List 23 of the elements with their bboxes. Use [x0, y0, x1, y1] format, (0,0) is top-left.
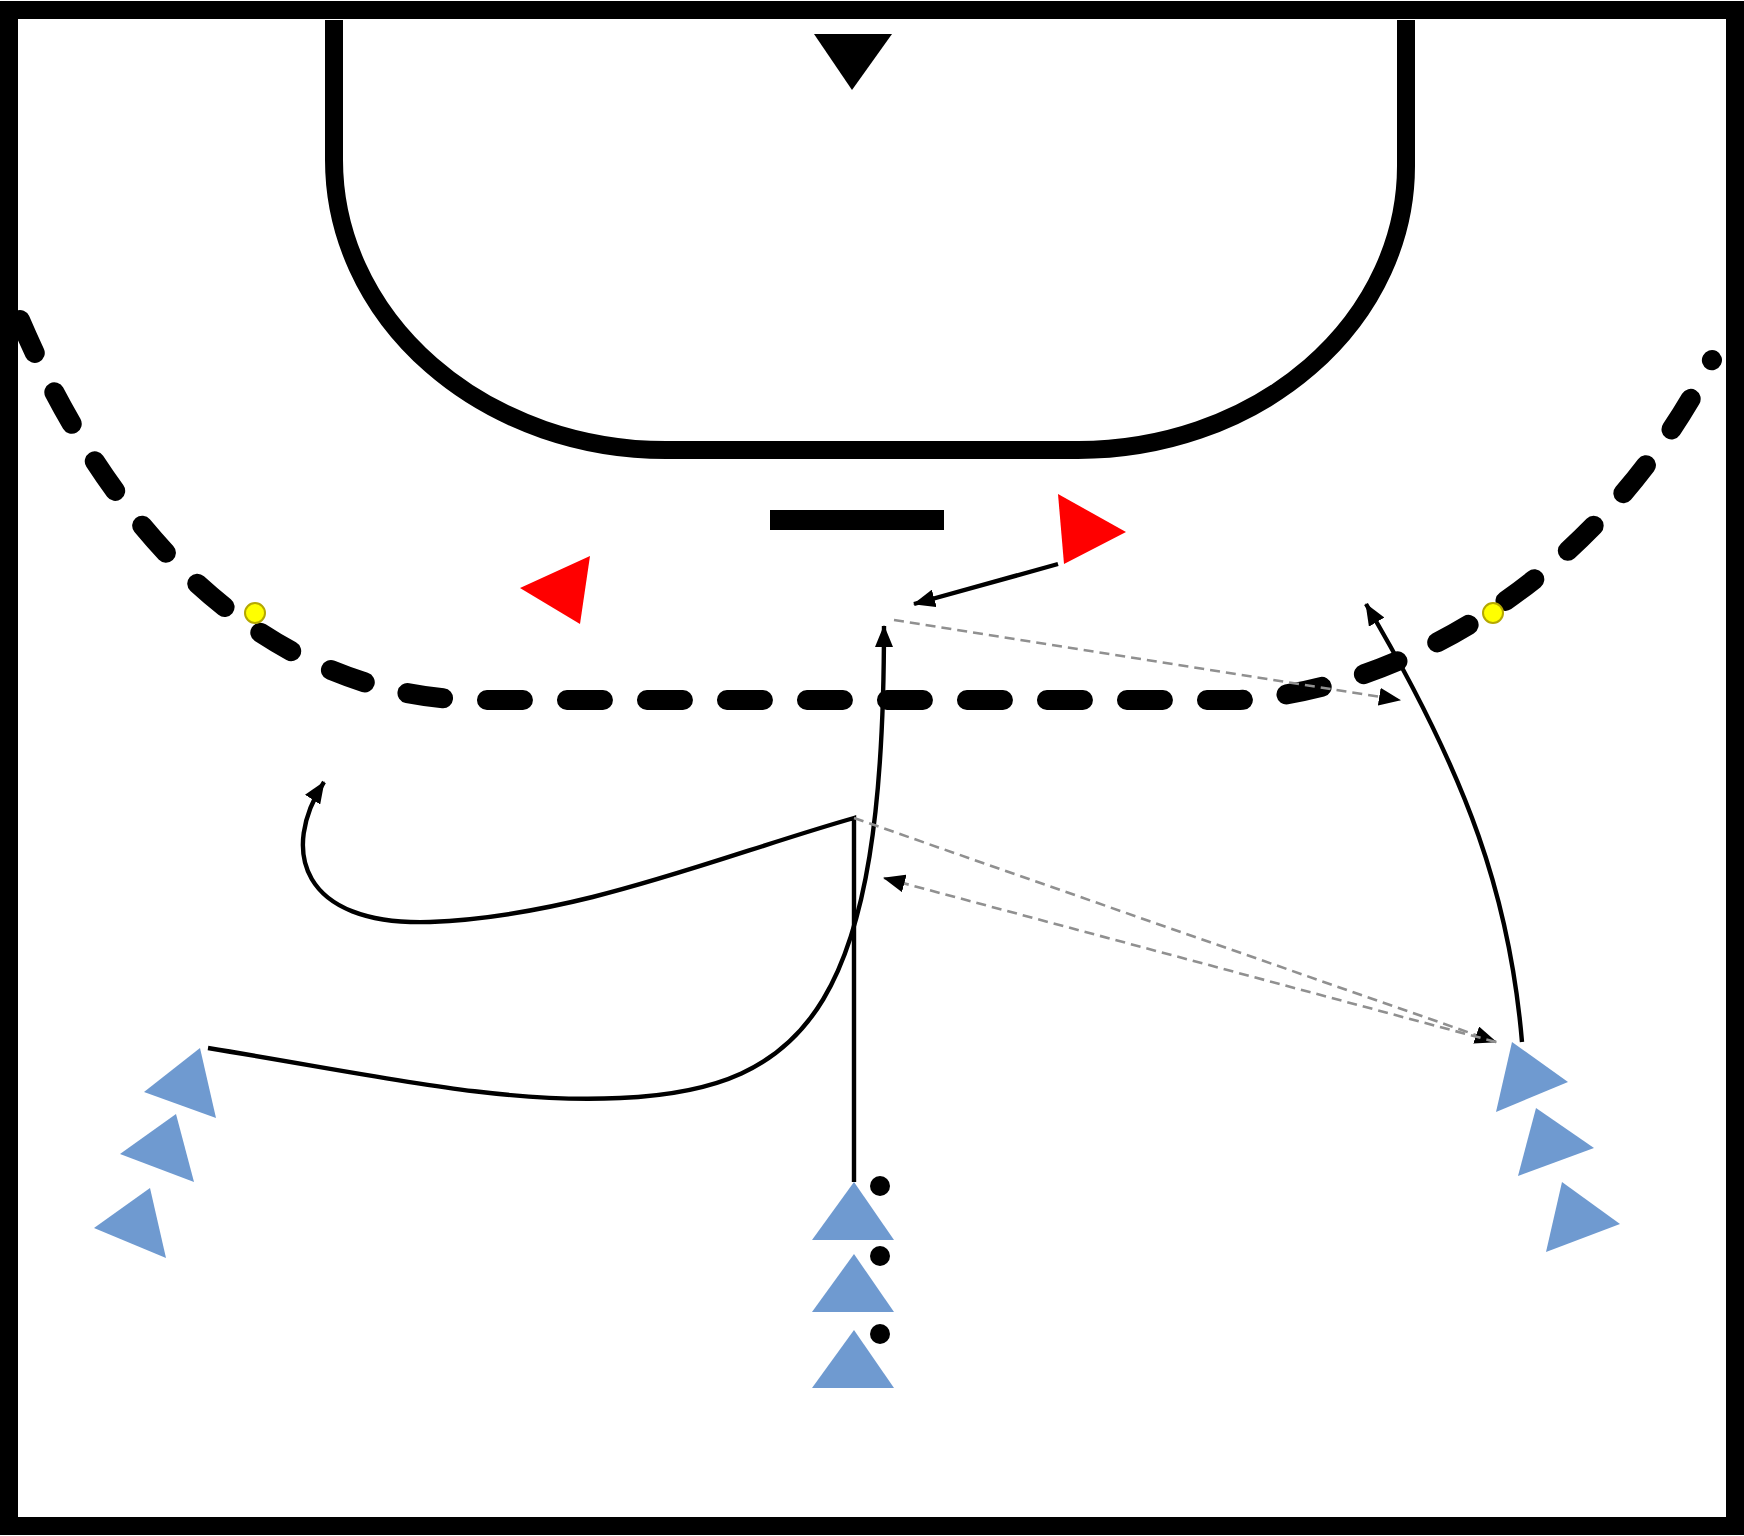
- marker-dot-icon: [1481, 601, 1503, 623]
- pass-arrow: [883, 874, 1497, 1044]
- player-triangle-icon: [94, 1188, 166, 1258]
- run-arrow: [1364, 602, 1525, 1043]
- player-triangle-icon: [814, 34, 892, 90]
- player-triangle-icon: [1546, 1182, 1620, 1252]
- run-arrow: [913, 561, 1059, 608]
- run-arrow: [301, 780, 857, 1182]
- player-triangle-icon: [812, 1330, 894, 1388]
- run-arrow: [207, 625, 893, 1101]
- player-triangle-icon: [520, 556, 590, 624]
- pass-arrow: [853, 816, 1497, 1044]
- player-triangle-icon: [1058, 494, 1126, 564]
- player-triangle-icon: [144, 1048, 216, 1118]
- player-triangle-icon: [812, 1254, 894, 1312]
- player-triangle-icon: [1496, 1042, 1568, 1112]
- player-triangle-icon: [120, 1114, 194, 1182]
- ball-icon: [870, 1246, 890, 1266]
- ball-icon: [870, 1324, 890, 1344]
- player-triangle-icon: [812, 1182, 894, 1240]
- player-triangle-icon: [1518, 1108, 1594, 1176]
- marker-dot-icon: [243, 601, 265, 623]
- ball-icon: [870, 1176, 890, 1196]
